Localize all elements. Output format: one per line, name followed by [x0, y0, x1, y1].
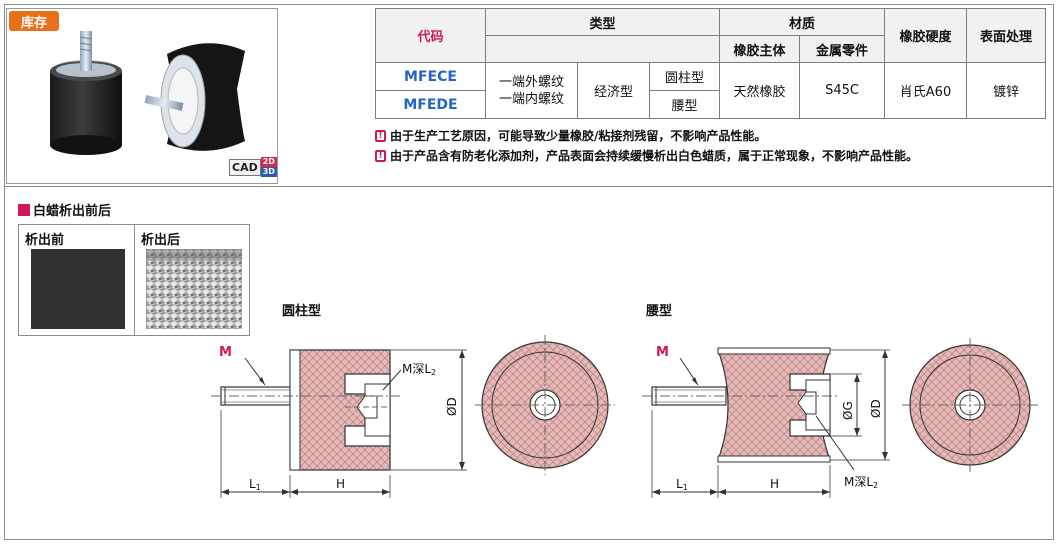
- col-rubber-body: 橡胶主体: [719, 35, 800, 63]
- stock-badge: 库存: [9, 11, 59, 31]
- cylinder-drawing: M M深L2 ØD L1 H: [211, 335, 615, 498]
- note-item: ! 由于生产工艺原因，可能导致少量橡胶/粘接剂残留，不影响产品性能。: [375, 126, 918, 146]
- waist-label-mdepth: M深L2: [844, 475, 878, 490]
- wax-before-label: 析出前: [25, 233, 65, 248]
- section-marker-icon: [18, 203, 30, 216]
- wax-after-image: [146, 249, 242, 329]
- product-photo-box: 库存 CAD 2D 3D: [6, 8, 278, 184]
- col-material: 材质: [719, 8, 885, 36]
- type-header-blank: [485, 35, 720, 63]
- note-item: ! 由于产品含有防老化添加剂，产品表面会持续缓慢析出白色蜡质，属于正常现象，不影…: [375, 146, 918, 166]
- product-photo: [50, 31, 245, 155]
- cylinder-label-L1: L1: [249, 477, 261, 492]
- code-mfede[interactable]: MFEDE: [375, 90, 486, 119]
- waist-label-H: H: [770, 477, 779, 491]
- warning-icon: !: [375, 150, 386, 162]
- cad-label: CAD: [229, 158, 261, 176]
- warning-icon: !: [375, 130, 386, 142]
- shape-cylinder: 圆柱型: [649, 62, 720, 91]
- col-type: 类型: [485, 8, 720, 36]
- cad-3d: 3D: [260, 167, 277, 177]
- grade: 经济型: [577, 62, 650, 119]
- metal-value: S45C: [799, 62, 885, 119]
- cylinder-label-D: ØD: [445, 397, 459, 416]
- cad-badge[interactable]: CAD 2D 3D: [229, 157, 277, 177]
- waist-drawing: M ØG ØD M深L2 L1 H: [642, 338, 1040, 498]
- cylinder-label-mdepth: M深L2: [402, 362, 436, 377]
- col-code: 代码: [375, 8, 486, 63]
- section-divider: [4, 186, 1054, 187]
- thread-types: 一端外螺纹 一端内螺纹: [485, 62, 578, 119]
- hardness-value: 肖氏A60: [884, 62, 967, 119]
- cylinder-drawing-title: 圆柱型: [282, 304, 322, 319]
- cylinder-label-H: H: [336, 477, 345, 491]
- rubber-value: 天然橡胶: [719, 62, 800, 119]
- notes: ! 由于生产工艺原因，可能导致少量橡胶/粘接剂残留，不影响产品性能。 ! 由于产…: [375, 126, 918, 166]
- thread-type-male: 一端外螺纹: [498, 74, 564, 90]
- shape-waist: 腰型: [649, 90, 720, 119]
- col-surface: 表面处理: [966, 8, 1046, 63]
- code-mfece[interactable]: MFECE: [375, 62, 486, 91]
- waist-label-G: ØG: [841, 401, 855, 420]
- wax-after-label: 析出后: [141, 233, 181, 248]
- thread-type-female: 一端内螺纹: [498, 91, 564, 107]
- waist-label-D: ØD: [869, 399, 883, 418]
- col-hardness: 橡胶硬度: [884, 8, 967, 63]
- wax-before-image: [31, 249, 125, 329]
- cad-2d: 2D: [260, 157, 277, 167]
- wax-section-title: 白蜡析出前后: [18, 200, 111, 219]
- wax-comparison: 析出前 析出后: [18, 224, 250, 336]
- waist-drawing-title: 腰型: [646, 304, 673, 319]
- wax-divider: [134, 225, 135, 335]
- waist-label-M: M: [656, 345, 669, 360]
- note-text: 由于产品含有防老化添加剂，产品表面会持续缓慢析出白色蜡质，属于正常现象，不影响产…: [390, 149, 919, 163]
- page-frame: [4, 4, 1054, 540]
- spec-table: 代码 类型 材质 橡胶硬度 表面处理 橡胶主体 金属零件 MFECE 一端外螺纹…: [375, 8, 1046, 119]
- waist-label-L1: L1: [676, 477, 688, 492]
- note-text: 由于生产工艺原因，可能导致少量橡胶/粘接剂残留，不影响产品性能。: [390, 129, 767, 143]
- col-metal-parts: 金属零件: [799, 35, 885, 63]
- wax-title-text: 白蜡析出前后: [33, 204, 112, 219]
- cylinder-label-M: M: [219, 345, 232, 360]
- surface-value: 镀锌: [966, 62, 1046, 119]
